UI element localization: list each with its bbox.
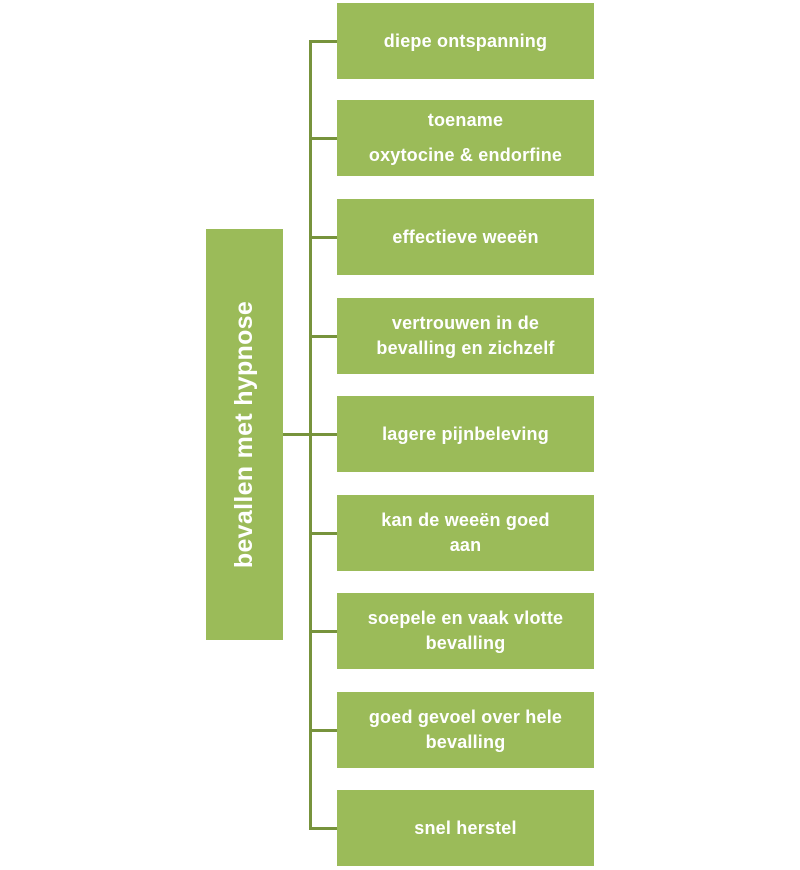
child-node-label: bevalling en zichzelf — [376, 338, 555, 358]
child-node-label: aan — [449, 535, 482, 555]
branch-line — [309, 137, 337, 140]
child-node-label: snel herstel — [414, 817, 517, 838]
child-node-label: bevalling — [425, 633, 506, 653]
branch-line — [309, 40, 337, 43]
root-node: bevallen met hypnose — [206, 229, 283, 640]
child-node-lagere-pijnbeleving: lagere pijnbeleving — [337, 396, 594, 472]
child-node-label: diepe ontspanning — [383, 30, 548, 51]
branch-line — [309, 630, 337, 633]
root-node-label: bevallen met hypnose — [230, 300, 259, 569]
child-node-label: effectieve weeën — [392, 226, 539, 247]
child-node-label: lagere pijnbeleving — [382, 423, 549, 444]
child-node-diepe-ontspanning: diepe ontspanning — [337, 3, 594, 79]
branch-line — [309, 236, 337, 239]
child-node-soepele-bevalling: soepele en vaak vlotte bevalling — [337, 593, 594, 669]
child-node-label: soepele en vaak vlotte — [367, 608, 564, 628]
child-node-kan-de-weeen: kan de weeën goed aan — [337, 495, 594, 571]
child-node-label: goed gevoel over hele — [368, 707, 563, 727]
child-node-goed-gevoel: goed gevoel over hele bevalling — [337, 692, 594, 768]
child-node-label: kan de weeën goed — [381, 510, 550, 530]
branch-line — [309, 335, 337, 338]
branch-line — [309, 532, 337, 535]
child-node-label: toename — [427, 110, 504, 130]
branch-line — [309, 433, 337, 436]
root-connector-line — [283, 433, 310, 436]
child-node-snel-herstel: snel herstel — [337, 790, 594, 866]
child-node-label: oxytocine & endorfine — [368, 145, 563, 165]
branch-line — [309, 729, 337, 732]
child-node-toename-oxytocine: toename oxytocine & endorfine — [337, 100, 594, 176]
branch-line — [309, 827, 337, 830]
child-node-effectieve-weeen: effectieve weeën — [337, 199, 594, 275]
child-node-label: vertrouwen in de — [391, 313, 540, 333]
child-node-label: bevalling — [425, 732, 506, 752]
child-node-vertrouwen: vertrouwen in de bevalling en zichzelf — [337, 298, 594, 374]
